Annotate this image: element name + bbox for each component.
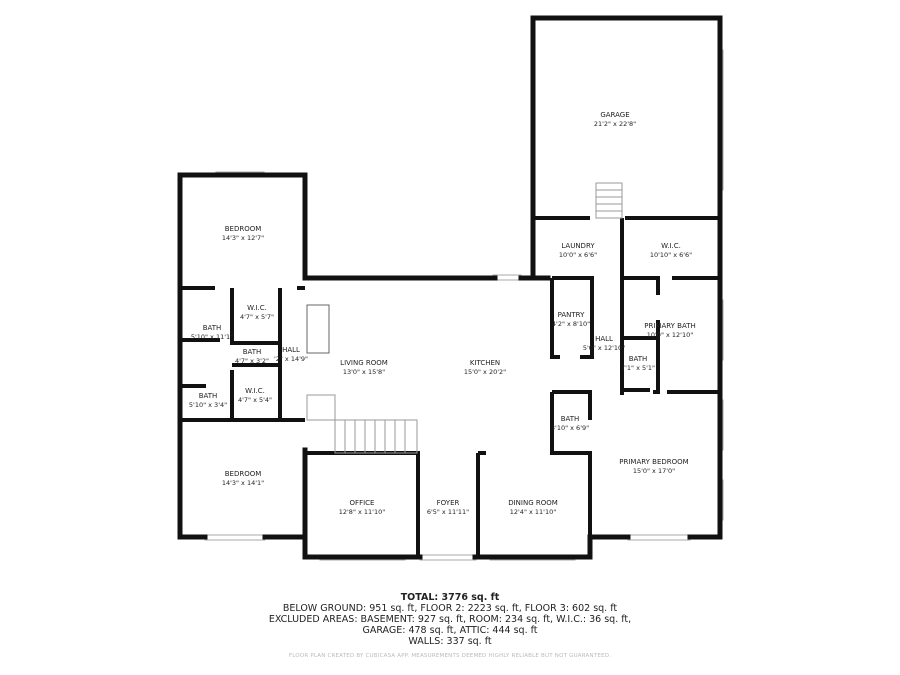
summary-line: WALLS: 337 sq. ft <box>408 636 492 647</box>
room-name: BATH <box>629 355 648 363</box>
room-dims: 4'7" x 5'7" <box>240 313 274 321</box>
room-dims: 15'0" x 20'2" <box>464 368 506 376</box>
total-area: TOTAL: 3776 sq. ft <box>400 592 500 603</box>
room-dims: 10'10" x 6'6" <box>650 251 692 259</box>
summary-line: GARAGE: 478 sq. ft, ATTIC: 444 sq. ft <box>362 625 538 636</box>
room-dims: 5'0" x 12'10" <box>583 344 625 352</box>
room-dims: 5'10" x 11'1" <box>191 333 233 341</box>
room-name: DINING ROOM <box>508 499 558 507</box>
room-name: BEDROOM <box>225 225 262 233</box>
room-name: PRIMARY BATH <box>644 322 695 330</box>
room-name: W.I.C. <box>245 387 265 395</box>
room-name: W.I.C. <box>661 242 681 250</box>
room-dims: 5'10" x 3'4" <box>189 401 227 409</box>
room-dims: 6'5" x 11'11" <box>427 508 469 516</box>
room-name: BATH <box>199 392 218 400</box>
room-dims: 3'10" x 6'9" <box>551 424 589 432</box>
room-name: FOYER <box>437 499 460 507</box>
stairs <box>306 182 623 454</box>
room-name: W.I.C. <box>247 304 267 312</box>
room-name: OFFICE <box>350 499 375 507</box>
disclaimer: FLOOR PLAN CREATED BY CUBICASA APP. MEAS… <box>288 653 612 659</box>
room-name: PANTRY <box>558 311 585 319</box>
room-name: KITCHEN <box>470 359 500 367</box>
room-name: BATH <box>243 348 262 356</box>
room-name: BATH <box>561 415 580 423</box>
room-name: BEDROOM <box>225 470 262 478</box>
room-dims: 7'1" x 5'1" <box>621 364 655 372</box>
room-dims: 15'0" x 17'0" <box>633 467 675 475</box>
room-dims: 4'2" x 8'10" <box>552 320 590 328</box>
room-dims: 12'4" x 11'10" <box>510 508 556 516</box>
exterior-walls <box>177 15 723 560</box>
room-dims: 21'2" x 22'8" <box>594 120 636 128</box>
room-dims: 4'7" x 5'4" <box>238 396 272 404</box>
room-name: HALL <box>595 335 613 343</box>
room-dims: 10'0" x 12'10" <box>647 331 693 339</box>
room-dims: 14'3" x 14'1" <box>222 479 264 487</box>
room-dims: 10'0" x 6'6" <box>559 251 597 259</box>
room-name: BATH <box>203 324 222 332</box>
room-name: GARAGE <box>600 111 629 119</box>
room-dims: 13'0" x 15'8" <box>343 368 385 376</box>
room-name: PRIMARY BEDROOM <box>619 458 688 466</box>
summary-line: BELOW GROUND: 951 sq. ft, FLOOR 2: 2223 … <box>282 603 618 614</box>
room-dims: 4'7" x 3'2" <box>235 357 269 365</box>
room-name: LIVING ROOM <box>340 359 388 367</box>
windows <box>204 49 724 561</box>
summary-line: EXCLUDED AREAS: BASEMENT: 927 sq. ft, RO… <box>268 614 632 625</box>
room-dims: '2" x 14'9" <box>274 355 308 363</box>
room-dims: 14'3" x 12'7" <box>222 234 264 242</box>
room-name: LAUNDRY <box>561 242 595 250</box>
room-dims: 12'8" x 11'10" <box>339 508 385 516</box>
area-summary: TOTAL: 3776 sq. ft BELOW GROUND: 951 sq.… <box>0 592 900 647</box>
room-name: HALL <box>282 346 300 354</box>
fireplace <box>306 304 330 354</box>
